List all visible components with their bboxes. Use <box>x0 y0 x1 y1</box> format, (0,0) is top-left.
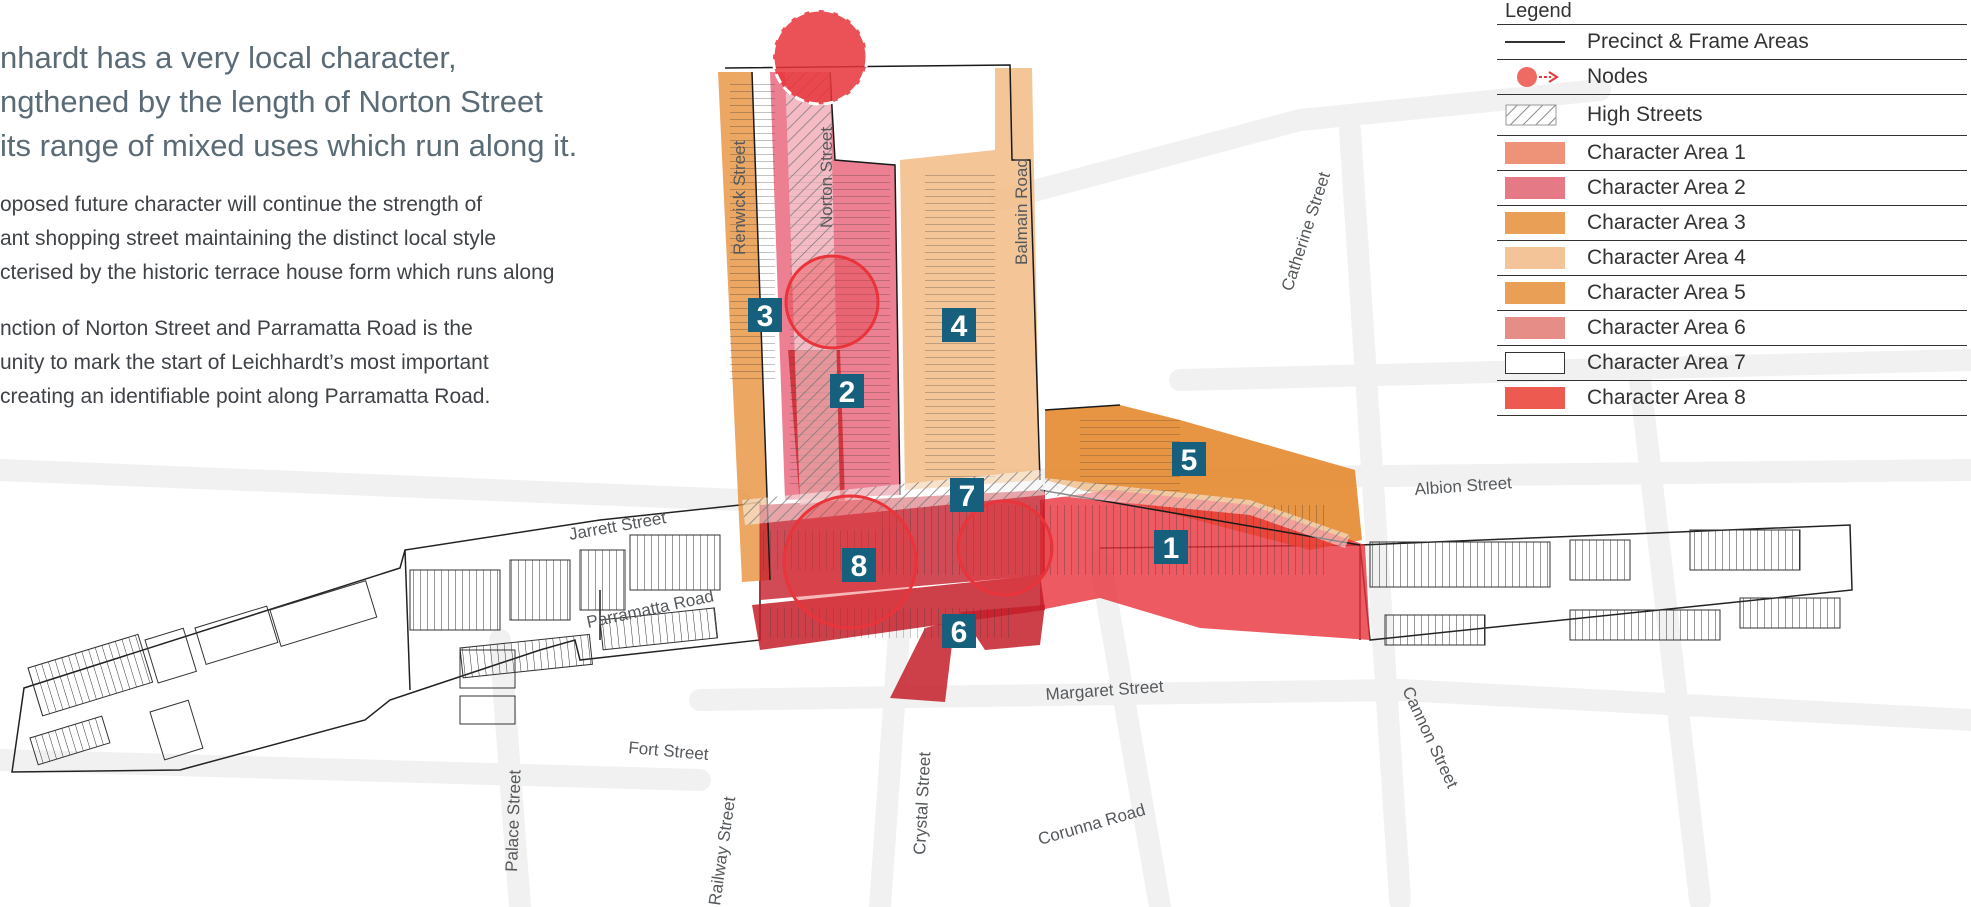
swatch-icon <box>1505 247 1565 269</box>
badge-area-2: 2 <box>830 374 864 409</box>
legend: Legend Precinct & Frame Areas Nodes High… <box>1497 0 1967 416</box>
heading-line: its range of mixed uses which run along … <box>0 128 578 163</box>
badge-area-5: 5 <box>1172 442 1206 477</box>
legend-label: Character Area 2 <box>1587 176 1746 199</box>
hatch-icon <box>1505 104 1565 126</box>
legend-label: Character Area 1 <box>1587 141 1746 164</box>
swatch-icon <box>1505 177 1565 199</box>
heading-line: ngthened by the length of Norton Street <box>0 84 543 119</box>
svg-text:5: 5 <box>1181 444 1198 477</box>
legend-label: Character Area 5 <box>1587 281 1746 304</box>
area-badges: 1 2 3 4 5 6 7 8 <box>748 298 1206 649</box>
legend-label: Character Area 6 <box>1587 316 1746 339</box>
svg-text:6: 6 <box>951 616 968 649</box>
intro-heading: nhardt has a very local character, ngthe… <box>0 36 680 168</box>
label-palace-street: Palace Street <box>502 769 525 872</box>
paragraph-line: nction of Norton Street and Parramatta R… <box>0 317 473 340</box>
legend-row-area-7: Character Area 7 <box>1497 346 1967 381</box>
paragraph-line: unity to mark the start of Leichhardt’s … <box>0 351 489 374</box>
paragraph-line: oposed future character will continue th… <box>0 193 483 216</box>
legend-label: Character Area 7 <box>1587 351 1746 374</box>
badge-area-6: 6 <box>942 614 976 649</box>
swatch-icon <box>1505 282 1565 304</box>
legend-label: Character Area 8 <box>1587 386 1746 409</box>
swatch-icon <box>1505 212 1565 234</box>
legend-label: Character Area 3 <box>1587 211 1746 234</box>
legend-title: Legend <box>1497 0 1967 25</box>
legend-row-area-5: Character Area 5 <box>1497 276 1967 311</box>
legend-row-area-4: Character Area 4 <box>1497 241 1967 276</box>
legend-row-area-8: Character Area 8 <box>1497 381 1967 416</box>
legend-label: Precinct & Frame Areas <box>1587 30 1809 53</box>
badge-area-8: 8 <box>842 548 876 583</box>
paragraph-line: ant shopping street maintaining the dist… <box>0 227 497 250</box>
badge-area-1: 1 <box>1154 530 1188 565</box>
swatch-icon <box>1505 352 1565 374</box>
svg-text:8: 8 <box>851 550 868 583</box>
precinct-line-icon <box>1505 41 1565 43</box>
character-area-6 <box>890 620 955 702</box>
svg-text:3: 3 <box>757 300 774 333</box>
legend-label: Character Area 4 <box>1587 246 1746 269</box>
legend-label: High Streets <box>1587 103 1703 126</box>
intro-paragraph-1: oposed future character will continue th… <box>0 188 680 290</box>
swatch-icon <box>1505 317 1565 339</box>
label-railway-street: Railway Street <box>705 795 739 906</box>
legend-row-area-2: Character Area 2 <box>1497 171 1967 206</box>
intro-text: nhardt has a very local character, ngthe… <box>0 36 680 414</box>
badge-area-3: 3 <box>748 298 782 333</box>
badge-area-4: 4 <box>942 308 976 343</box>
paragraph-line: cterised by the historic terrace house f… <box>0 261 555 284</box>
label-renwick-street: Renwick Street <box>730 140 749 255</box>
label-balmain-road: Balmain Road <box>1012 158 1031 265</box>
label-corunna-road: Corunna Road <box>1036 800 1148 849</box>
swatch-icon <box>1505 142 1565 164</box>
label-fort-street: Fort Street <box>628 738 710 764</box>
legend-row-nodes: Nodes <box>1497 60 1967 95</box>
node-parramatta-mid <box>956 499 1054 597</box>
swatch-icon <box>1505 387 1565 409</box>
building-lots <box>27 529 1841 766</box>
svg-text:1: 1 <box>1163 532 1180 565</box>
svg-text:4: 4 <box>951 310 968 343</box>
heading-line: nhardt has a very local character, <box>0 40 457 75</box>
legend-row-high-streets: High Streets <box>1497 95 1967 136</box>
legend-row-area-1: Character Area 1 <box>1497 136 1967 171</box>
node-icon <box>1505 66 1565 88</box>
legend-row-precinct: Precinct & Frame Areas <box>1497 25 1967 60</box>
svg-text:7: 7 <box>959 480 976 513</box>
legend-row-area-6: Character Area 6 <box>1497 311 1967 346</box>
label-norton-street: Norton Street <box>817 127 836 228</box>
badge-area-7: 7 <box>950 478 984 513</box>
legend-label: Nodes <box>1587 65 1648 88</box>
node-norton-north <box>771 8 869 106</box>
label-catherine-street: Catherine Street <box>1278 169 1334 293</box>
node-norton-mid <box>784 254 880 350</box>
label-crystal-street: Crystal Street <box>910 751 934 855</box>
paragraph-line: creating an identifiable point along Par… <box>0 385 491 408</box>
svg-text:2: 2 <box>839 376 856 409</box>
intro-paragraph-2: nction of Norton Street and Parramatta R… <box>0 312 680 414</box>
legend-row-area-3: Character Area 3 <box>1497 206 1967 241</box>
